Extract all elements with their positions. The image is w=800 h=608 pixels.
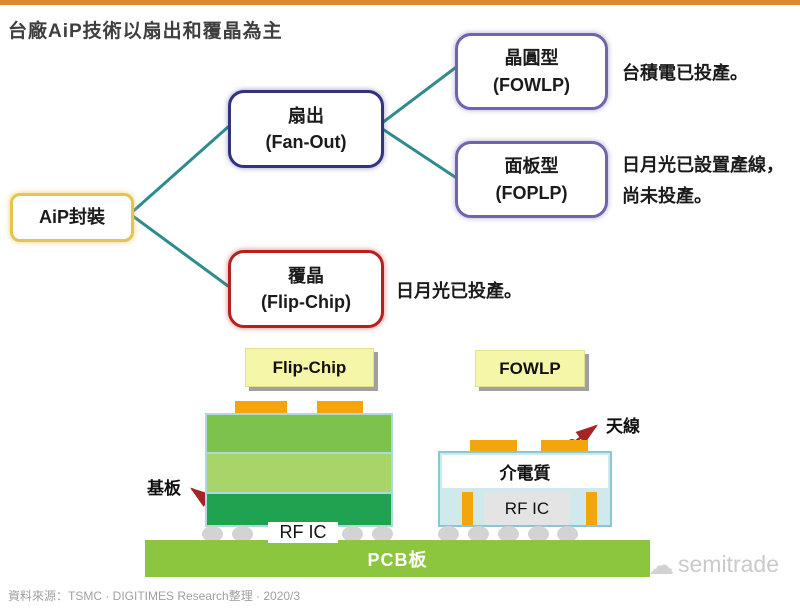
pcb-board: PCB板 — [145, 540, 650, 577]
source-credit: 資料來源：TSMC · DIGITIMES Research整理 · 2020/… — [8, 589, 301, 603]
solder-bump — [528, 526, 549, 542]
node-label: 覆晶 — [288, 265, 324, 286]
node-label: 扇出 — [288, 105, 324, 126]
flipchip-antenna-pad — [317, 401, 363, 414]
solder-bump — [372, 526, 393, 542]
fowlp-rfic-die: RF IC — [484, 492, 570, 525]
note-fowlp-status: 台積電已投產。 — [622, 63, 748, 83]
copper-via — [586, 492, 597, 525]
dielectric-layer: 介電質 — [442, 455, 608, 488]
substrate-layer-top — [207, 415, 391, 452]
node-label: 晶圓型 — [504, 48, 559, 69]
node-sublabel: (Flip-Chip) — [261, 292, 351, 312]
flipchip-rfic-label: RF IC — [268, 522, 338, 543]
solder-bump — [557, 526, 578, 542]
flipchip-package-body — [205, 413, 393, 527]
flipchip-section-tag: Flip-Chip — [245, 348, 374, 387]
substrate-label: 基板 — [147, 479, 181, 498]
substrate-layer-bottom — [207, 494, 391, 525]
antenna-label: 天線 — [606, 417, 640, 436]
tree-node-fowlp: 晶圓型 (FOWLP) — [455, 33, 608, 110]
node-label: 面板型 — [504, 156, 559, 177]
note-flipchip-status: 日月光已投產。 — [396, 281, 522, 301]
page-title: 台廠AiP技術以扇出和覆晶為主 — [8, 21, 283, 42]
copper-via — [462, 492, 473, 525]
solder-bump — [498, 526, 519, 542]
solder-bump — [468, 526, 489, 542]
substrate-layer-middle — [207, 454, 391, 492]
watermark-text: semitrade — [678, 551, 779, 577]
top-accent-bar — [0, 0, 800, 5]
fowlp-antenna-pad — [541, 440, 588, 451]
solder-bump — [202, 526, 223, 542]
node-sublabel: (FOWLP) — [493, 74, 570, 95]
tree-node-foplp: 面板型 (FOPLP) — [455, 141, 608, 218]
tree-node-fanout: 扇出 (Fan-Out) — [228, 90, 384, 168]
solder-bump — [232, 526, 253, 542]
fowlp-section-tag: FOWLP — [475, 350, 585, 387]
cloud-icon: ☁ — [648, 549, 674, 580]
node-sublabel: (Fan-Out) — [265, 132, 347, 152]
flipchip-antenna-pad — [235, 401, 287, 414]
note-line-1: 日月光已設置產線， — [622, 155, 784, 175]
fowlp-antenna-pad — [470, 440, 517, 451]
solder-bump — [438, 526, 459, 542]
note-foplp-status: 日月光已設置產線， 尚未投產。 — [622, 150, 784, 212]
fowlp-package-body: 介電質 RF IC — [438, 451, 612, 527]
tree-node-aip-package: AiP封裝 — [10, 193, 134, 242]
tree-node-flipchip: 覆晶 (Flip-Chip) — [228, 250, 384, 328]
note-line-2: 尚未投產。 — [622, 186, 712, 206]
node-label: AiP封裝 — [38, 207, 105, 228]
node-sublabel: (FOPLP) — [495, 182, 568, 203]
solder-bump — [342, 526, 363, 542]
watermark: ☁ semitrade — [648, 551, 779, 578]
